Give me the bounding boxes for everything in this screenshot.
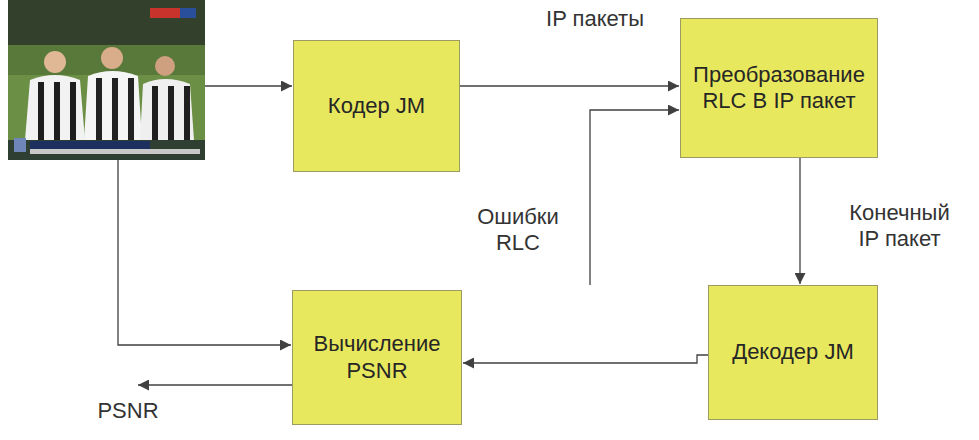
box-text: Кодер JM — [328, 93, 425, 119]
flow-arrow — [463, 355, 708, 363]
process-box: Декодер JM — [708, 285, 878, 420]
error-arrow — [590, 110, 679, 285]
edge-label: IP пакеты — [545, 6, 645, 32]
process-box: Кодер JM — [293, 40, 460, 172]
edge-label: Конечный IP пакет — [842, 200, 957, 253]
note-label: Ошибки RLC — [468, 204, 568, 257]
box-text: Декодер JM — [732, 339, 854, 365]
box-text: Преобразование RLC В IP пакет — [689, 62, 869, 115]
process-box: Вычисление PSNR — [292, 290, 462, 425]
input-arrow — [205, 85, 292, 86]
note-label: PSNR — [88, 398, 168, 424]
process-box: Преобразование RLC В IP пакет — [680, 18, 878, 158]
output-arrow — [138, 384, 292, 385]
reference-arrow — [118, 160, 291, 345]
flow-arrow — [799, 158, 800, 284]
box-text: Вычисление PSNR — [301, 331, 453, 384]
video-frame — [8, 0, 205, 160]
flow-arrow — [460, 85, 679, 86]
